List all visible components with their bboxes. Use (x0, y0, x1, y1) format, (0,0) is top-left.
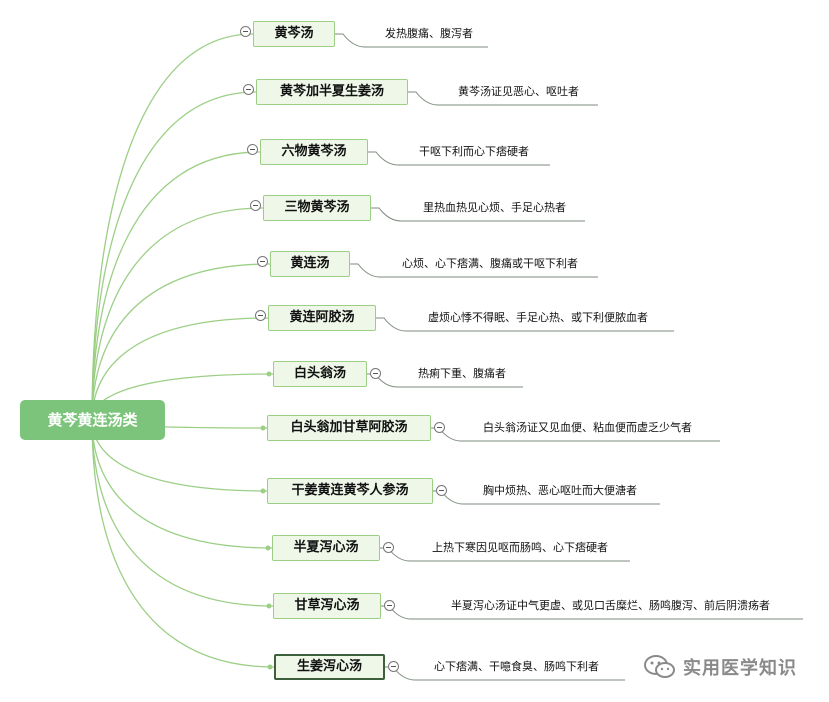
branch-detail: 黄芩汤证见恶心、呕吐者 (458, 85, 579, 98)
branch-topic[interactable]: 生姜泻心汤 (274, 654, 385, 680)
branch-topic[interactable]: 黄连汤 (270, 251, 350, 277)
collapse-icon[interactable] (436, 485, 447, 496)
root-topic[interactable]: 黄芩黄连汤类 (20, 400, 165, 440)
detail-connector (335, 33, 488, 48)
collapse-icon[interactable] (255, 310, 266, 321)
branch-topic[interactable]: 黄芩加半夏生姜汤 (256, 79, 408, 105)
detail-connector (376, 317, 674, 332)
branch-detail: 里热血热见心烦、手足心热者 (423, 201, 566, 214)
branch-topic[interactable]: 白头翁加甘草阿胶汤 (267, 415, 431, 441)
branch-dot (265, 545, 271, 551)
branch-dot (266, 603, 272, 609)
branch-connector (91, 207, 264, 421)
branch-topic[interactable]: 黄芩汤 (253, 21, 335, 47)
branch-topic[interactable]: 甘草泻心汤 (273, 593, 381, 619)
collapse-icon[interactable] (247, 144, 258, 155)
branch-connector (91, 263, 271, 421)
branch-detail: 心下痞满、干噫食臭、肠鸣下利者 (434, 660, 599, 673)
branch-topic[interactable]: 白头翁汤 (273, 361, 367, 387)
branch-detail: 干呕下利而心下痞硬者 (419, 145, 529, 158)
detail-connector (350, 263, 598, 278)
branch-detail: 发热腹痛、腹泻者 (385, 27, 473, 40)
branch-detail: 虚烦心悸不得眠、手足心热、或下利便脓血者 (428, 311, 648, 324)
collapse-icon[interactable] (243, 84, 254, 95)
detail-connector (408, 91, 598, 106)
branch-connector (91, 419, 273, 549)
branch-topic[interactable]: 三物黄芩汤 (263, 195, 371, 221)
branch-detail: 胸中烦热、恶心呕吐而大便溏者 (483, 484, 637, 497)
collapse-icon[interactable] (250, 200, 261, 211)
detail-connector (368, 151, 550, 166)
watermark: 实用医学知识 (643, 652, 797, 682)
branch-connector (91, 91, 257, 421)
wechat-icon (644, 655, 675, 678)
branch-topic[interactable]: 六物黄芩汤 (260, 139, 368, 165)
branch-detail: 白头翁汤证又见血便、粘血便而虚乏少气者 (483, 421, 692, 434)
branch-topic[interactable]: 半夏泻心汤 (272, 535, 380, 561)
branch-topic[interactable]: 干姜黄连黄芩人参汤 (267, 478, 433, 504)
collapse-icon[interactable] (434, 422, 445, 433)
branch-dot (260, 425, 266, 431)
branch-connector (91, 419, 274, 607)
branch-detail: 热痢下重、腹痛者 (418, 367, 506, 380)
branch-connector (91, 33, 254, 421)
branch-detail: 上热下寒因见呕而肠鸣、心下痞硬者 (432, 541, 608, 554)
branch-topic[interactable]: 黄连阿胶汤 (268, 305, 376, 331)
branch-connector (91, 151, 261, 421)
branch-connector (91, 419, 275, 668)
collapse-icon[interactable] (383, 542, 394, 553)
collapse-icon[interactable] (384, 600, 395, 611)
collapse-icon[interactable] (240, 26, 251, 37)
branch-dot (260, 488, 266, 494)
collapse-icon[interactable] (257, 256, 268, 267)
branch-dot (267, 664, 273, 670)
collapse-icon[interactable] (370, 368, 381, 379)
collapse-icon[interactable] (388, 661, 399, 672)
branch-detail: 心烦、心下痞满、腹痛或干呕下利者 (402, 257, 578, 270)
watermark-text: 实用医学知识 (683, 658, 797, 679)
branch-detail: 半夏泻心汤证中气更虚、或见口舌糜烂、肠鸣腹泻、前后阴溃疡者 (451, 599, 770, 612)
branch-dot (266, 371, 272, 377)
detail-connector (371, 207, 585, 222)
